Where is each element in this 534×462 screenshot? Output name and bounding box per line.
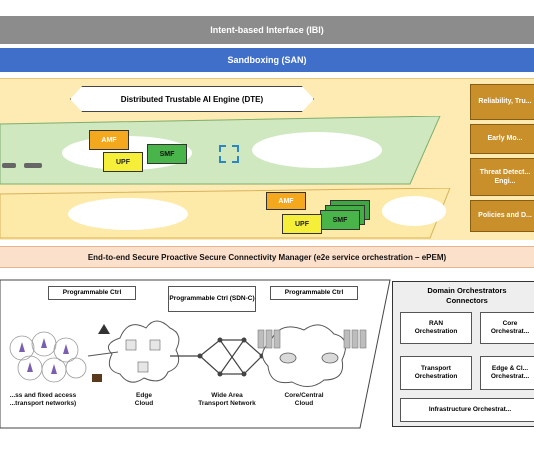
infrastructure-orchestration: Infrastructure Orchestrat... (400, 398, 534, 422)
programmable-ctrl-left: Programmable Ctrl (48, 286, 136, 300)
side-box-reliability: Reliability, Tru... (470, 84, 534, 120)
programmable-ctrl-right: Programmable Ctrl (270, 286, 358, 300)
focus-bracket-icon (219, 145, 239, 163)
core-orchestration: Core Orchestrat... (480, 312, 534, 344)
dte-label: Distributed Trustable AI Engine (DTE) (70, 86, 314, 112)
amf-lower: AMF (266, 192, 306, 210)
access-network-label: ...ss and fixed access ...transport netw… (9, 392, 77, 408)
infrastructure-panel (0, 279, 391, 429)
wan-label: Wide Area Transport Network (198, 392, 256, 408)
e2e-label: End-to-end Secure Proactive Secure Conne… (87, 252, 447, 262)
domain-orchestrators-title: Domain Orchestrators Connectors (427, 286, 507, 305)
upf-lower: UPF (282, 214, 322, 234)
smf-upper: SMF (147, 144, 187, 164)
side-box-early-monitoring: Early Mo... (470, 124, 534, 154)
upf-upper: UPF (103, 152, 143, 172)
side-box-policies: Policies and D... (470, 200, 534, 232)
vehicle-icon (2, 163, 42, 168)
ibi-label: Intent-based Interface (IBI) (210, 25, 324, 35)
san-layer: Sandboxing (SAN) (0, 48, 534, 72)
cloud-shape (382, 196, 446, 226)
side-box-threat-detection: Threat Detect... Engi... (470, 158, 534, 196)
ibi-layer: Intent-based Interface (IBI) (0, 16, 534, 44)
amf-upper: AMF (89, 130, 129, 150)
edge-cloud-orchestration: Edge & Cl... Orchestrat... (480, 356, 534, 390)
smf-lower: SMF (320, 210, 360, 230)
cloud-shape (68, 198, 188, 230)
cloud-shape (252, 132, 382, 168)
transport-orchestration: Transport Orchestration (400, 356, 472, 390)
e2e-orchestration-bar: End-to-end Secure Proactive Secure Conne… (0, 246, 534, 268)
core-cloud-label: Core/Central Cloud (284, 392, 324, 408)
edge-cloud-label: Edge Cloud (134, 392, 154, 408)
programmable-ctrl-sdnc: Programmable Ctrl (SDN-C) (168, 286, 256, 312)
san-label: Sandboxing (SAN) (227, 55, 307, 65)
ran-orchestration: RAN Orchestration (400, 312, 472, 344)
